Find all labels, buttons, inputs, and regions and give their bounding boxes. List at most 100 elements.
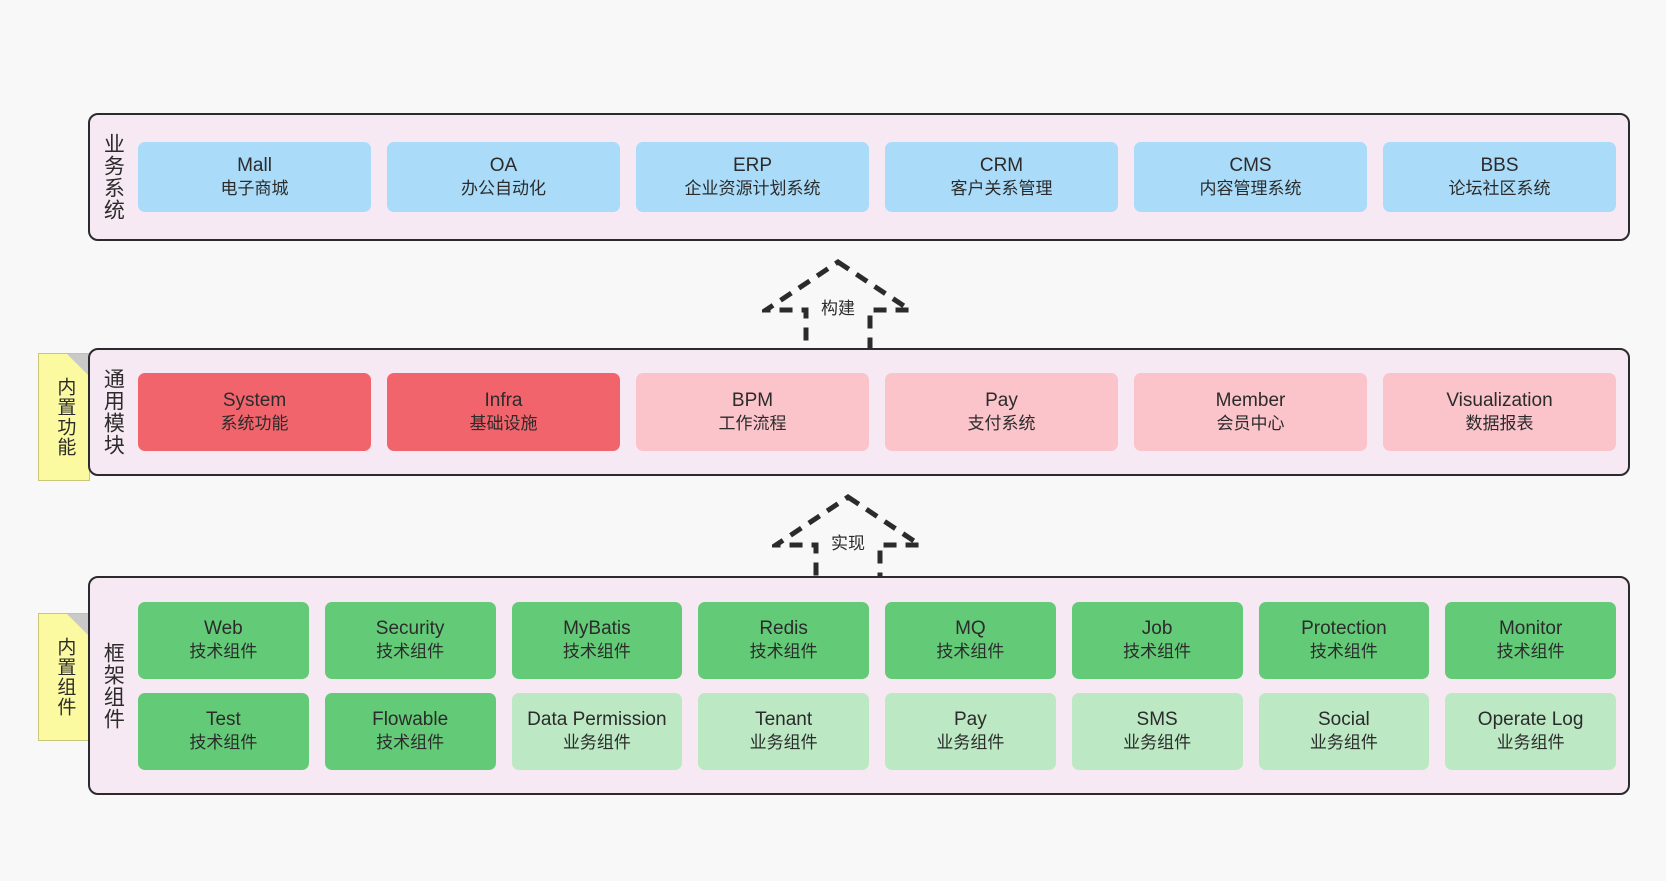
layer-framework-components: 框架组件 Web 技术组件 Security 技术组件 MyBatis 技术组件… <box>88 576 1630 795</box>
card-subtitle: 系统功能 <box>220 414 289 434</box>
card-social[interactable]: Social 业务组件 <box>1258 692 1430 770</box>
note-fold-corner-icon <box>67 354 89 376</box>
card-subtitle: 技术组件 <box>376 642 445 662</box>
card-bbs[interactable]: BBS 论坛社区系统 <box>1383 142 1616 212</box>
card-test[interactable]: Test 技术组件 <box>138 692 309 770</box>
card-pay[interactable]: Pay 支付系统 <box>885 373 1118 451</box>
card-subtitle: 基础设施 <box>469 414 538 434</box>
card-title: OA <box>489 155 518 177</box>
card-subtitle: 技术组件 <box>1496 642 1565 662</box>
card-subtitle: 企业资源计划系统 <box>684 179 821 199</box>
card-subtitle: 工作流程 <box>718 414 787 434</box>
card-subtitle: 业务组件 <box>936 733 1005 753</box>
card-title: MQ <box>955 618 986 640</box>
card-title: Tenant <box>755 709 813 731</box>
card-title: MyBatis <box>563 618 631 640</box>
card-subtitle: 业务组件 <box>1123 733 1192 753</box>
card-title: Data Permission <box>527 709 667 731</box>
card-erp[interactable]: ERP 企业资源计划系统 <box>636 142 869 212</box>
card-job[interactable]: Job 技术组件 <box>1071 601 1243 679</box>
note-builtin-components: 内置组件 <box>38 613 90 741</box>
card-sms[interactable]: SMS 业务组件 <box>1071 692 1243 770</box>
card-mall[interactable]: Mall 电子商城 <box>138 142 371 212</box>
card-member[interactable]: Member 会员中心 <box>1134 373 1367 451</box>
card-subtitle: 业务组件 <box>749 733 818 753</box>
card-title: Security <box>375 618 445 640</box>
layer-business-system: 业务系统 Mall 电子商城 OA 办公自动化 ERP 企业资源计划系统 CRM… <box>88 113 1630 241</box>
layer-common-modules: 通用模块 System 系统功能 Infra 基础设施 BPM 工作流程 Pay… <box>88 348 1630 476</box>
card-data-permission[interactable]: Data Permission 业务组件 <box>511 692 683 770</box>
note-label: 内置组件 <box>54 637 76 717</box>
card-operate-log[interactable]: Operate Log 业务组件 <box>1445 692 1616 770</box>
note-label: 内置功能 <box>54 377 76 457</box>
card-subtitle: 技术组件 <box>936 642 1005 662</box>
note-builtin-features: 内置功能 <box>38 353 90 481</box>
card-subtitle: 支付系统 <box>967 414 1036 434</box>
card-subtitle: 业务组件 <box>562 733 631 753</box>
card-crm[interactable]: CRM 客户关系管理 <box>885 142 1118 212</box>
card-title: BBS <box>1480 155 1519 177</box>
arrow-implement: 实现 <box>772 493 924 588</box>
card-protection[interactable]: Protection 技术组件 <box>1258 601 1430 679</box>
card-title: Test <box>205 709 241 731</box>
card-monitor[interactable]: Monitor 技术组件 <box>1445 601 1616 679</box>
card-row: Test 技术组件 Flowable 技术组件 Data Permission … <box>138 692 1616 770</box>
card-redis[interactable]: Redis 技术组件 <box>698 601 869 679</box>
card-subtitle: 技术组件 <box>749 642 818 662</box>
card-title: Job <box>1141 618 1173 640</box>
card-subtitle: 论坛社区系统 <box>1448 179 1551 199</box>
card-title: Mall <box>237 155 272 177</box>
card-title: BPM <box>731 390 774 412</box>
card-tenant[interactable]: Tenant 业务组件 <box>698 692 869 770</box>
layer-body-business-system: Mall 电子商城 OA 办公自动化 ERP 企业资源计划系统 CRM 客户关系… <box>134 115 1628 239</box>
note-fold-corner-icon <box>67 614 89 636</box>
card-title: System <box>222 390 287 412</box>
card-flowable[interactable]: Flowable 技术组件 <box>324 692 496 770</box>
layer-title-framework-components: 框架组件 <box>101 641 125 730</box>
card-subtitle: 内容管理系统 <box>1199 179 1302 199</box>
card-title: Infra <box>484 390 523 412</box>
card-subtitle: 电子商城 <box>220 179 289 199</box>
card-subtitle: 客户关系管理 <box>950 179 1053 199</box>
card-title: Protection <box>1301 618 1387 640</box>
card-title: CMS <box>1229 155 1272 177</box>
card-bpm[interactable]: BPM 工作流程 <box>636 373 869 451</box>
card-subtitle: 会员中心 <box>1216 414 1285 434</box>
card-subtitle: 技术组件 <box>562 642 631 662</box>
card-title: SMS <box>1136 709 1178 731</box>
card-mq[interactable]: MQ 技术组件 <box>885 601 1056 679</box>
card-title: CRM <box>979 155 1024 177</box>
card-row: Mall 电子商城 OA 办公自动化 ERP 企业资源计划系统 CRM 客户关系… <box>138 142 1616 212</box>
card-cms[interactable]: CMS 内容管理系统 <box>1134 142 1367 212</box>
card-title: Visualization <box>1446 390 1553 412</box>
card-title: Member <box>1215 390 1286 412</box>
card-infra[interactable]: Infra 基础设施 <box>387 373 620 451</box>
card-title: Web <box>204 618 243 640</box>
card-subtitle: 技术组件 <box>1123 642 1192 662</box>
card-subtitle: 业务组件 <box>1496 733 1565 753</box>
arrow-label: 构建 <box>821 299 855 318</box>
card-title: Operate Log <box>1477 709 1584 731</box>
card-title: Redis <box>759 618 808 640</box>
layer-body-framework-components: Web 技术组件 Security 技术组件 MyBatis 技术组件 Redi… <box>134 578 1628 793</box>
card-oa[interactable]: OA 办公自动化 <box>387 142 620 212</box>
layer-body-common-modules: System 系统功能 Infra 基础设施 BPM 工作流程 Pay 支付系统… <box>134 350 1628 474</box>
card-title: ERP <box>732 155 773 177</box>
card-title: Social <box>1318 709 1370 731</box>
card-subtitle: 技术组件 <box>189 733 258 753</box>
layer-title-business-system: 业务系统 <box>101 133 125 221</box>
card-subtitle: 业务组件 <box>1309 733 1378 753</box>
card-subtitle: 办公自动化 <box>461 179 546 199</box>
card-row: System 系统功能 Infra 基础设施 BPM 工作流程 Pay 支付系统… <box>138 373 1616 451</box>
card-mybatis[interactable]: MyBatis 技术组件 <box>511 601 683 679</box>
card-web[interactable]: Web 技术组件 <box>138 601 309 679</box>
card-row: Web 技术组件 Security 技术组件 MyBatis 技术组件 Redi… <box>138 601 1616 679</box>
arrow-label: 实现 <box>831 534 865 553</box>
card-security[interactable]: Security 技术组件 <box>324 601 496 679</box>
card-subtitle: 技术组件 <box>1309 642 1378 662</box>
card-pay-business[interactable]: Pay 业务组件 <box>885 692 1056 770</box>
card-title: Monitor <box>1498 618 1563 640</box>
card-visualization[interactable]: Visualization 数据报表 <box>1383 373 1616 451</box>
card-system[interactable]: System 系统功能 <box>138 373 371 451</box>
